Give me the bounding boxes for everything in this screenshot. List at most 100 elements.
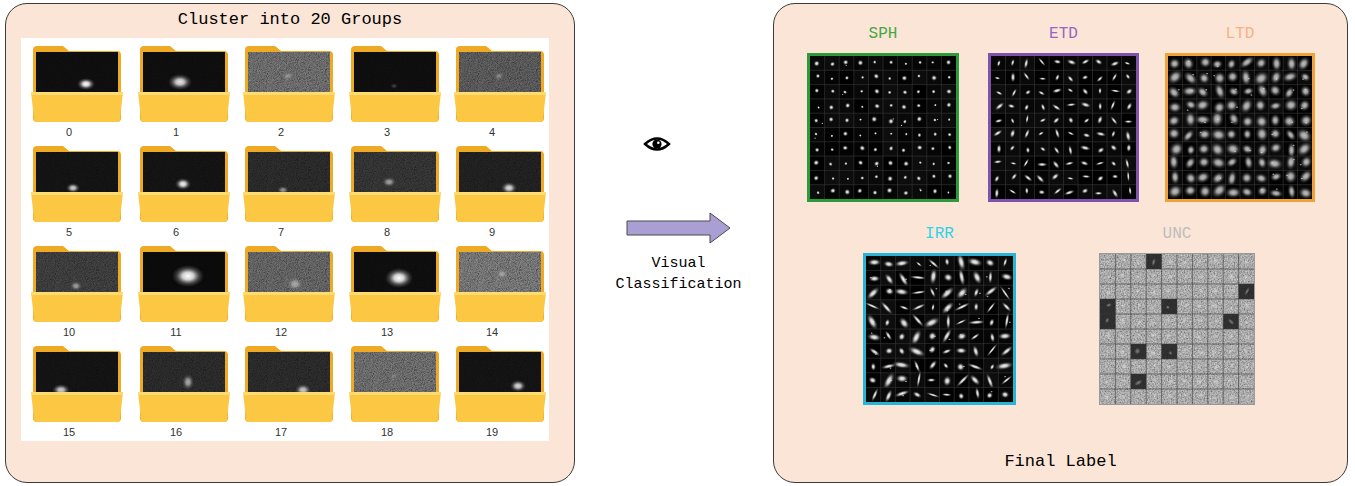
cell [825, 113, 840, 127]
cell [1078, 185, 1093, 199]
galaxy [915, 260, 923, 267]
cell [1093, 170, 1108, 184]
folder-front [243, 292, 335, 322]
galaxy [844, 162, 848, 166]
image-noise [354, 252, 436, 296]
galaxy [1168, 153, 1179, 171]
galaxy [1023, 57, 1030, 69]
galaxy [873, 87, 881, 95]
galaxy [1134, 256, 1142, 268]
cell [854, 185, 869, 199]
cell [1093, 85, 1108, 99]
cell [810, 99, 825, 113]
galaxy [1105, 302, 1113, 308]
galaxy [866, 285, 882, 302]
cell [810, 56, 825, 70]
galaxy [992, 128, 1004, 138]
cell [866, 344, 881, 359]
galaxy [1268, 141, 1284, 155]
galaxy-knot [1203, 121, 1206, 123]
galaxy [893, 388, 910, 398]
galaxy-knot [1272, 173, 1275, 175]
cell [1269, 113, 1283, 127]
cell [927, 156, 942, 170]
galaxy [857, 59, 864, 67]
galaxy [1120, 256, 1129, 264]
cell [1064, 185, 1079, 199]
cell [1078, 85, 1093, 99]
galaxy [945, 59, 951, 65]
cell [1020, 85, 1035, 99]
cell [883, 170, 898, 184]
galaxy [994, 76, 1001, 80]
galaxy [888, 102, 894, 108]
galaxy [902, 119, 908, 125]
galaxy [1170, 169, 1180, 185]
cell [954, 314, 969, 329]
galaxy [994, 187, 1000, 199]
galaxy [1096, 146, 1106, 155]
cell [1182, 142, 1196, 156]
cell-divider [1283, 56, 1284, 199]
folder-icon [138, 46, 230, 122]
cell-divider [991, 127, 1136, 128]
galaxy [900, 103, 908, 111]
galaxy [867, 259, 881, 266]
block-arrow [627, 213, 730, 243]
galaxy [1136, 394, 1142, 399]
galaxy [817, 105, 821, 109]
grid-images [991, 56, 1136, 199]
folder-icon [138, 246, 230, 322]
cell [854, 85, 869, 99]
galaxy [998, 332, 1013, 340]
dark-cell [1223, 314, 1238, 329]
cell [1093, 99, 1108, 113]
galaxy [1226, 377, 1234, 384]
galaxy [916, 369, 923, 388]
cluster-folder: 5 [16, 146, 122, 242]
cluster-folder: 1 [123, 46, 229, 142]
galaxy [873, 160, 881, 168]
cell [1006, 142, 1021, 156]
cell [991, 85, 1006, 99]
galaxy [1067, 145, 1073, 157]
cell [941, 56, 956, 70]
galaxy-knot [1004, 376, 1007, 378]
galaxy [967, 319, 986, 325]
cell [1240, 85, 1254, 99]
cell [810, 70, 825, 84]
galaxy [873, 60, 877, 64]
cell [1020, 128, 1035, 142]
cell [1107, 99, 1122, 113]
galaxy [1150, 257, 1156, 267]
cell [991, 99, 1006, 113]
galaxy [1066, 176, 1074, 180]
folder-icon [243, 146, 335, 222]
cell [1064, 170, 1079, 184]
galaxy [1197, 286, 1205, 296]
cell [1078, 142, 1093, 156]
galaxy [812, 174, 820, 182]
folder-icon [454, 346, 546, 422]
galaxy [1186, 144, 1196, 156]
cell [1049, 56, 1064, 70]
galaxy [933, 118, 938, 122]
galaxy [879, 300, 894, 316]
cell [1078, 170, 1093, 184]
panel: Cluster into 20 Groups012345678910111213… [5, 3, 575, 483]
cell [984, 271, 999, 286]
galaxy [1268, 101, 1283, 112]
galaxy [1193, 169, 1212, 186]
cell [825, 156, 840, 170]
cell [1035, 170, 1050, 184]
galaxy [886, 159, 894, 167]
galaxy [1079, 101, 1091, 109]
galaxy-knot [902, 395, 905, 397]
galaxy-image [354, 352, 436, 396]
cluster-folder: 11 [123, 246, 229, 342]
cell [854, 99, 869, 113]
galaxy-knot [1300, 177, 1303, 179]
cell [910, 256, 925, 271]
galaxy-blob [70, 281, 82, 291]
galaxy [842, 89, 848, 94]
